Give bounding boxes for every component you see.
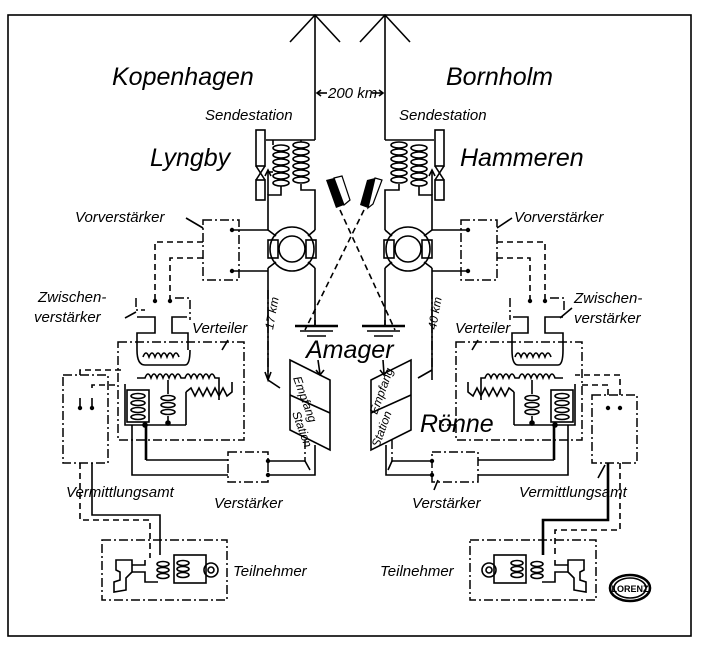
right-receiver-label-2: Station [369, 409, 395, 449]
left-subscriber-box [101, 539, 228, 601]
right-distributor-label: Verteiler [455, 320, 511, 337]
right-distributor-coils [467, 349, 576, 428]
left-exchange-label: Vermittlungsamt [66, 484, 175, 501]
right-city-label: Bornholm [446, 63, 553, 91]
right-intermediate-label-1: Zwischen- [573, 290, 642, 307]
right-sendestation-label: Sendestation [399, 107, 487, 124]
left-amplifier-box [227, 451, 269, 483]
lorenz-logo: LORENZ [608, 573, 652, 603]
left-subscriber-transformer [156, 554, 207, 584]
left-preamp-box [202, 219, 240, 281]
left-ground-icon [295, 320, 338, 337]
right-subscriber-label: Teilnehmer [380, 563, 455, 580]
left-amplifier-label: Verstärker [214, 495, 284, 512]
right-antenna [359, 13, 411, 140]
left-distributor-box [117, 341, 245, 441]
right-distance-label: 40 km [425, 296, 444, 331]
right-exchange-label: Vermittlungsamt [519, 484, 628, 501]
right-preamp-box [460, 219, 498, 281]
right-hybrid-transformer [383, 226, 471, 380]
left-city-label: Kopenhagen [112, 63, 254, 91]
right-ground-icon [362, 320, 405, 337]
span-label: 200 km [327, 85, 377, 102]
right-exchange-box [591, 394, 638, 464]
right-amplifier-label: Verstärker [412, 495, 482, 512]
distance-dimension [315, 89, 385, 97]
left-distributor-label: Verteiler [192, 320, 248, 337]
left-transmitter-coupling [255, 129, 316, 230]
right-amplifier-box [431, 451, 479, 483]
left-antenna [289, 13, 341, 140]
ronne-label: Rönne [420, 410, 494, 438]
logo-text: LORENZ [612, 584, 650, 594]
left-distributor-coils [124, 349, 233, 428]
left-receiver-station [289, 358, 331, 452]
right-transmitter-coupling [384, 129, 445, 230]
left-sendestation-label: Sendestation [205, 107, 293, 124]
right-microphone-icon [481, 562, 497, 578]
right-subscriber-box [469, 539, 597, 601]
right-intermediate-label-2: verstärker [574, 310, 642, 327]
right-distributor-box [455, 341, 583, 441]
left-telephone-handset-icon [113, 559, 158, 593]
left-preamp-label: Vorverstärker [75, 209, 165, 226]
amager-label: Amager [304, 336, 395, 364]
right-telephone-handset-icon [542, 559, 587, 593]
left-distance-label: 17 km [262, 296, 281, 331]
left-intermediate-label-2: verstärker [34, 309, 102, 326]
right-receiver-station [370, 358, 412, 452]
left-intermediate-label-1: Zwischen- [37, 289, 106, 306]
left-exchange-box [62, 374, 109, 464]
left-subscriber-label: Teilnehmer [233, 563, 308, 580]
left-microphone-icon [203, 562, 219, 578]
diagram-frame [7, 14, 692, 637]
radio-beam-arrows [304, 175, 396, 331]
left-transmitter-site: Lyngby [150, 144, 232, 172]
right-preamp-label: Vorverstärker [514, 209, 604, 226]
right-transmitter-site: Hammeren [460, 144, 584, 172]
right-subscriber-transformer [493, 554, 544, 584]
